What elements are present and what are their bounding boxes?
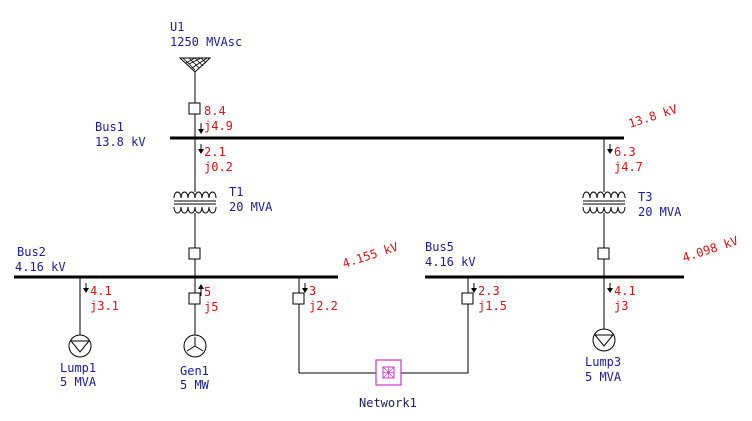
flow-arrow-icon [607,288,613,293]
gen1-rating: 5 MW [180,378,210,392]
transformer-t3[interactable] [582,191,626,214]
network1-name: Network1 [359,396,417,410]
t3-rating: 20 MVA [638,205,682,219]
t1-rating: 20 MVA [229,200,273,214]
utility-rating: 1250 MVAsc [170,35,242,49]
flow-t3-q: j4.7 [614,160,643,174]
flow-net-right-p: 2.3 [478,284,500,298]
flow-arrow-icon [302,288,308,293]
flow-gen1-p: 5 [204,285,211,299]
lump1-name: Lump1 [60,361,96,375]
flow-lump1-q: j3.1 [90,299,119,313]
transformer-winding-icon [582,191,626,199]
bus1-voltage: 13.8 kV [95,135,146,149]
t3-name: T3 [638,190,652,204]
transformer-t1[interactable] [173,191,217,214]
flow-net-left-p: 3 [309,284,316,298]
network-network1[interactable] [375,359,402,386]
bus2-name: Bus2 [17,245,46,259]
breaker-t3[interactable] [597,247,610,260]
generator-gen1[interactable] [183,334,207,358]
bus5-name: Bus5 [425,240,454,254]
generator-icon [186,337,204,352]
flow-t3-p: 6.3 [614,145,636,159]
flow-arrow-icon [198,149,204,154]
flow-arrow-icon [83,288,89,293]
flow-lump1-p: 4.1 [90,284,112,298]
breaker-net-left[interactable] [292,292,305,305]
lump1-rating: 5 MVA [60,375,97,389]
flow-gen1-q: j5 [204,300,218,314]
bus1-name: Bus1 [95,120,124,134]
breaker-u1[interactable] [188,102,201,115]
load-icon [69,340,91,353]
transformer-winding-icon [173,191,217,199]
lump3-rating: 5 MVA [585,370,622,384]
bus1-result-voltage: 13.8 kV [627,102,679,131]
breaker-t1[interactable] [188,247,201,260]
breaker-net-right[interactable] [461,292,474,305]
flow-arrow-icon [607,149,613,154]
breaker-gen1[interactable] [188,292,201,305]
transformer-winding-icon [582,206,626,214]
bus5-result-voltage: 4.098 kV [681,234,740,265]
gen1-name: Gen1 [180,364,209,378]
load-icon [593,334,615,347]
flow-net-left-q: j2.2 [309,299,338,313]
utility-name: U1 [170,20,184,34]
load-lump1[interactable] [68,334,92,358]
lump3-name: Lump3 [585,355,621,369]
flow-lump3-p: 4.1 [614,284,636,298]
flow-t1-q: j0.2 [204,160,233,174]
transformer-winding-icon [173,206,217,214]
utility-u1[interactable] [178,57,212,73]
flow-u1-q: j4.9 [204,119,233,133]
flow-lump3-q: j3 [614,299,628,313]
bus2-voltage: 4.16 kV [15,260,66,274]
bus5-voltage: 4.16 kV [425,255,476,269]
flow-arrow-icon [471,288,477,293]
flow-t1-p: 2.1 [204,145,226,159]
flow-arrow-icon [198,284,204,289]
t1-name: T1 [229,185,243,199]
flow-u1-p: 8.4 [204,104,226,118]
bus2-result-voltage: 4.155 kV [341,240,400,271]
load-lump3[interactable] [592,328,616,352]
flow-arrow-icon [198,129,204,134]
flow-net-right-q: j1.5 [478,299,507,313]
